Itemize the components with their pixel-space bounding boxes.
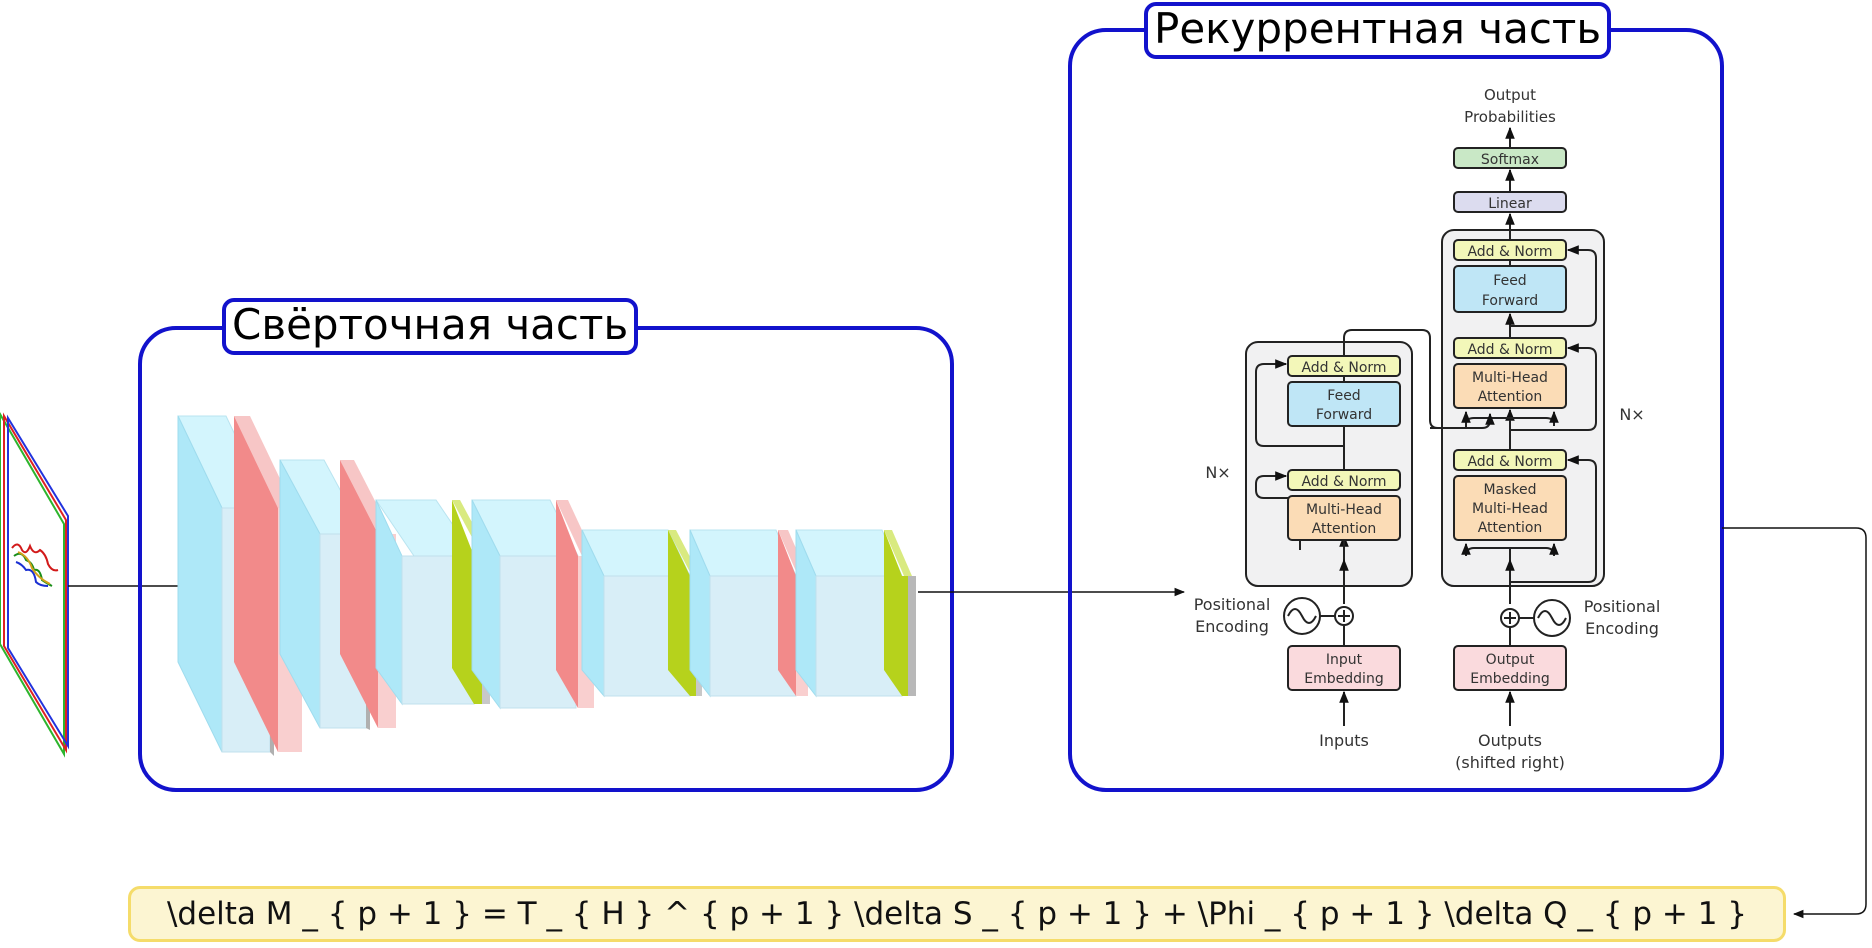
encoder-ff-label-1: Feed — [1327, 388, 1360, 404]
arrow-recurrent-to-formula — [1722, 527, 1867, 919]
decoder-multi-head-attention — [1453, 363, 1567, 409]
encoder-positional-encoding-icon — [1283, 597, 1354, 635]
outputs-label-2: (shifted right) — [1455, 753, 1565, 772]
decoder-nx-label: N× — [1619, 405, 1644, 424]
handwriting-scribble — [11, 543, 59, 587]
decoder-ff-label-2: Forward — [1482, 293, 1538, 309]
inputs-label: Inputs — [1319, 731, 1369, 750]
encoder-nx-label: N× — [1205, 463, 1230, 482]
output-probabilities-label-2: Probabilities — [1464, 108, 1556, 126]
decoder-mha-label-1: Multi-Head — [1472, 370, 1548, 386]
linear-label: Linear — [1488, 196, 1532, 212]
encoder-mha-label-1: Multi-Head — [1306, 502, 1382, 518]
decoder-masked-mha — [1453, 475, 1567, 541]
output-embedding-label-1: Output — [1486, 652, 1535, 668]
decoder-add-norm-1-label: Add & Norm — [1467, 454, 1552, 470]
encoder-ff-label-2: Forward — [1316, 407, 1372, 423]
decoder-ff-label-1: Feed — [1493, 273, 1526, 289]
recurrent-panel-title: Рекуррентная часть — [1144, 2, 1612, 59]
decoder-add-norm-3-label: Add & Norm — [1467, 244, 1552, 260]
encoder-add-norm-1-label: Add & Norm — [1301, 474, 1386, 490]
outputs-label-1: Outputs — [1478, 731, 1542, 750]
cnn-blocks — [177, 415, 916, 756]
decoder-positional-label-2: Encoding — [1585, 619, 1659, 638]
encoder-add-norm-2-label: Add & Norm — [1301, 360, 1386, 376]
encoder-mha-label-2: Attention — [1312, 521, 1377, 537]
encoder-positional-label-1: Positional — [1194, 595, 1271, 614]
masked-mha-label-2: Multi-Head — [1472, 501, 1548, 517]
input-embedding-box — [1287, 645, 1401, 691]
cnn-activation-layer — [884, 530, 916, 696]
decoder-mha-label-2: Attention — [1478, 389, 1543, 405]
formula-box: \delta M _ { p + 1 } = T _ { H } ^ { p +… — [128, 886, 1786, 942]
masked-mha-label-1: Masked — [1483, 482, 1536, 498]
encoder-positional-label-2: Encoding — [1195, 617, 1269, 636]
input-image — [0, 412, 69, 758]
decoder-add-norm-2-label: Add & Norm — [1467, 342, 1552, 358]
input-embedding-label-1: Input — [1326, 652, 1363, 668]
conv-panel-title: Свёрточная часть — [222, 298, 639, 355]
input-embedding-label-2: Embedding — [1304, 671, 1383, 687]
output-embedding-label-2: Embedding — [1470, 671, 1549, 687]
masked-mha-label-3: Attention — [1478, 520, 1543, 536]
decoder-positional-encoding-icon — [1500, 599, 1571, 637]
output-embedding-box — [1453, 645, 1567, 691]
softmax-label: Softmax — [1481, 152, 1539, 168]
encoder-stack — [1245, 341, 1413, 587]
transformer-diagram: Output Probabilities Softmax Linear Add … — [1194, 86, 1661, 772]
output-probabilities-label-1: Output — [1484, 86, 1536, 104]
decoder-positional-label-1: Positional — [1584, 597, 1661, 616]
